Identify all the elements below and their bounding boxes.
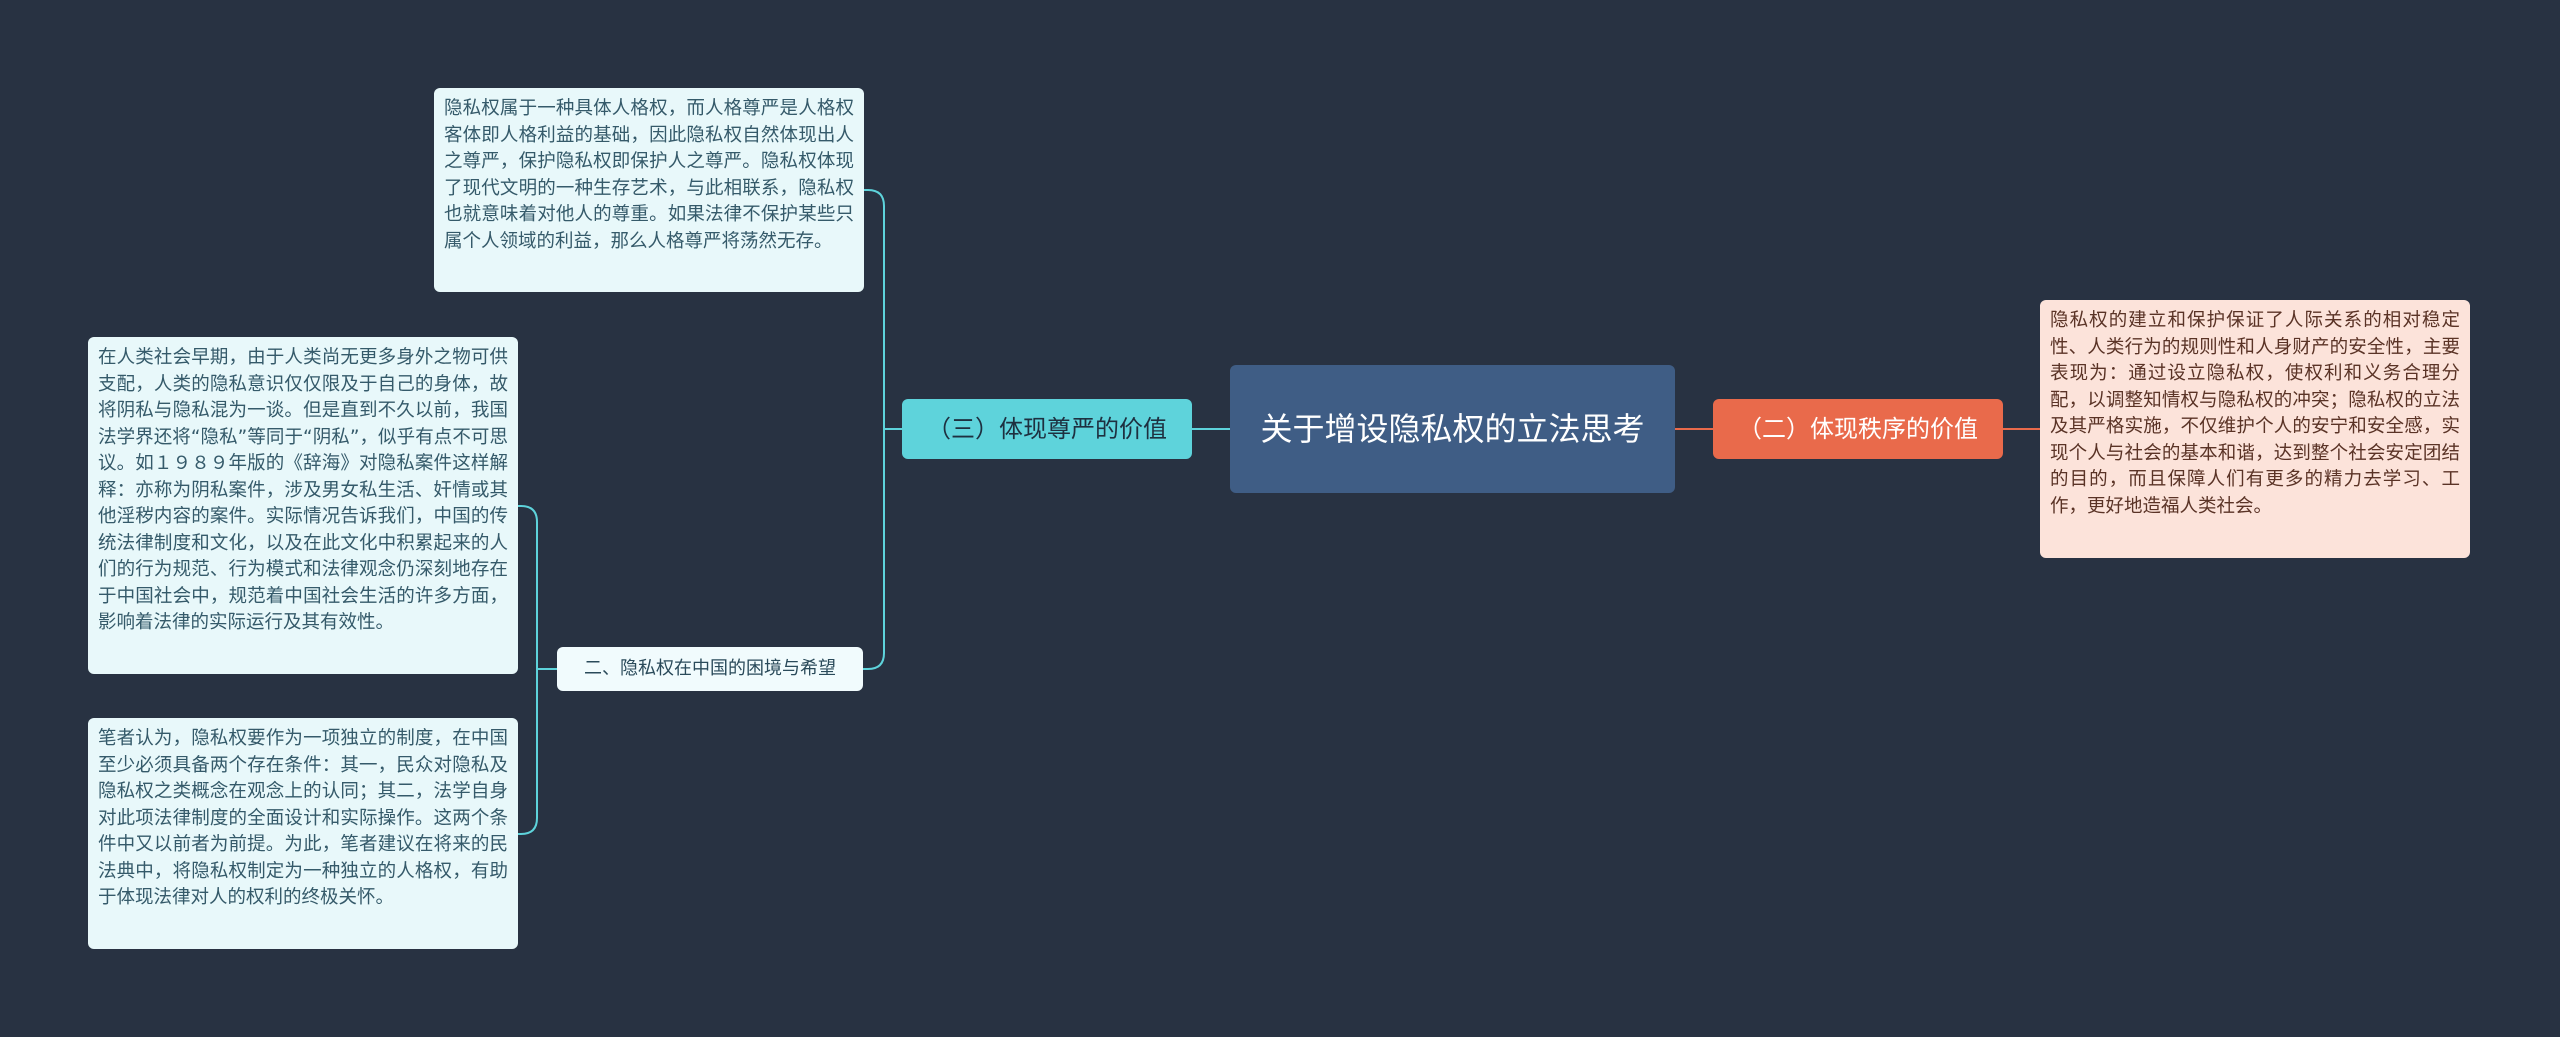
root-topic-label: 关于增设隐私权的立法思考 xyxy=(1260,410,1645,448)
leaf-dignity-label: 隐私权属于一种具体人格权，而人格尊严是人格权客体即人格利益的基础，因此隐私权自然… xyxy=(444,98,854,252)
subtopic-china-dilemma[interactable]: 二、隐私权在中国的困境与希望 xyxy=(557,647,863,691)
connector-left-top-leaf xyxy=(864,189,902,430)
leaf-early-society-label: 在人类社会早期，由于人类尚无更多身外之物可供支配，人类的隐私意识仅仅限及于自己的… xyxy=(98,347,508,633)
branch-order-label: （二）体现秩序的价值 xyxy=(1738,415,1978,443)
leaf-author-view-text[interactable]: 笔者认为，隐私权要作为一项独立的制度，在中国至少必须具备两个存在条件：其一，民众… xyxy=(88,718,518,949)
branch-order-value[interactable]: （二）体现秩序的价值 xyxy=(1713,399,2003,459)
leaf-early-society-text[interactable]: 在人类社会早期，由于人类尚无更多身外之物可供支配，人类的隐私意识仅仅限及于自己的… xyxy=(88,337,518,674)
leaf-order-label: 隐私权的建立和保护保证了人际关系的相对稳定性、人类行为的规则性和人身财产的安全性… xyxy=(2050,310,2460,517)
connector-sub-mid-leaf xyxy=(518,505,557,670)
leaf-author-view-label: 笔者认为，隐私权要作为一项独立的制度，在中国至少必须具备两个存在条件：其一，民众… xyxy=(98,728,508,908)
branch-dignity-value[interactable]: （三）体现尊严的价值 xyxy=(902,399,1192,459)
subtopic-china-dilemma-label: 二、隐私权在中国的困境与希望 xyxy=(584,658,836,679)
leaf-order-text[interactable]: 隐私权的建立和保护保证了人际关系的相对稳定性、人类行为的规则性和人身财产的安全性… xyxy=(2040,300,2470,558)
connector-left-sub xyxy=(863,429,885,670)
connector-sub-bot-leaf xyxy=(518,669,538,835)
root-topic[interactable]: 关于增设隐私权的立法思考 xyxy=(1230,365,1675,493)
leaf-dignity-text[interactable]: 隐私权属于一种具体人格权，而人格尊严是人格权客体即人格利益的基础，因此隐私权自然… xyxy=(434,88,864,292)
branch-dignity-label: （三）体现尊严的价值 xyxy=(927,415,1167,443)
